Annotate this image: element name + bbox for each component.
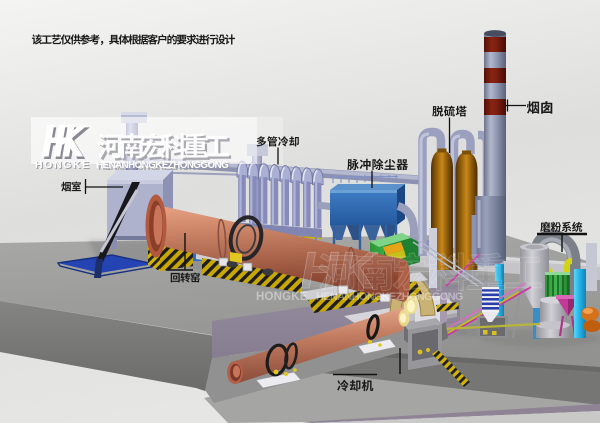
svg-text:HONGKE: HONGKE [35,159,91,171]
svg-text:HENANHONGKEZHONGGONG: HENANHONGKEZHONGGONG [316,291,463,303]
svg-text:HK: HK [296,242,381,300]
svg-text:HENANHONGKEZHONGGONG: HENANHONGKEZHONGGONG [98,162,231,173]
svg-text:HONGKE: HONGKE [36,160,92,172]
svg-text:HONGKE: HONGKE [256,291,308,303]
svg-text:HENANHONGKEZHONGGONG: HENANHONGKEZHONGGONG [96,160,229,171]
